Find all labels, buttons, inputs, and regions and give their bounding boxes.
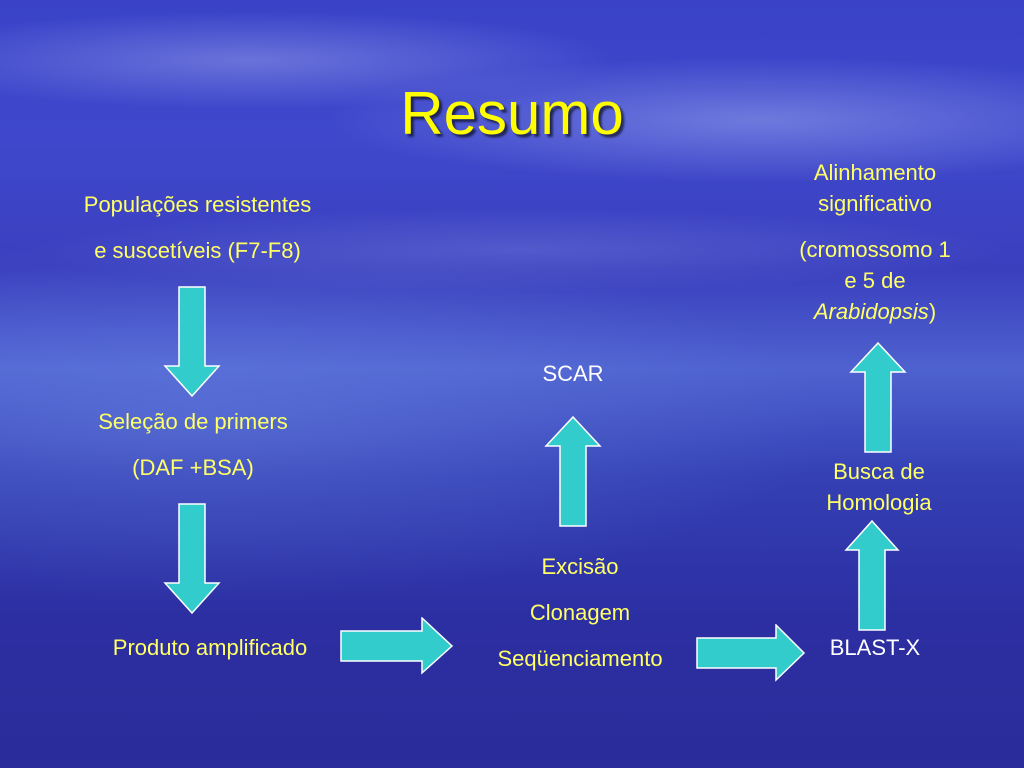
- node-selecao-line-1: Seleção de primers: [98, 409, 288, 434]
- slide-title: Resumo: [400, 80, 624, 147]
- closing-paren: ): [928, 299, 937, 324]
- node-selecao-line-2: (DAF +BSA): [132, 455, 254, 480]
- arrow-up-2-icon: [844, 520, 900, 631]
- node-alinhamento: Alinhamento significativo (cromossomo 1 …: [775, 157, 975, 327]
- node-produto-line-1: Produto amplificado: [112, 635, 308, 660]
- node-alinhamento-line-1: Alinhamento: [813, 160, 937, 185]
- arrow-down-2-icon: [163, 503, 221, 615]
- node-busca: Busca de Homologia: [800, 456, 958, 518]
- node-produto: Produto amplificado: [80, 625, 340, 671]
- arrow-up-3-icon: [849, 342, 907, 453]
- arrow-down-1-icon: [163, 286, 221, 398]
- node-excisao-line-2: Clonagem: [529, 600, 631, 625]
- node-blast: BLAST-X: [810, 625, 940, 671]
- node-populacoes: Populações resistentes e suscetíveis (F7…: [40, 182, 355, 274]
- node-excisao: Excisão Clonagem Seqüenciamento: [470, 544, 690, 682]
- node-scar-line-1: SCAR: [542, 361, 604, 386]
- node-alinhamento-line-4: e 5 de: [844, 268, 906, 293]
- node-alinhamento-gap: [775, 219, 975, 234]
- node-excisao-line-1: Excisão: [541, 554, 619, 579]
- node-busca-line-2: Homologia: [826, 490, 932, 515]
- arrow-right-2-icon: [696, 624, 806, 682]
- node-populacoes-line-2: e suscetíveis (F7-F8): [94, 238, 301, 263]
- node-alinhamento-line-2: significativo: [818, 191, 932, 216]
- node-blast-line-1: BLAST-X: [829, 635, 921, 660]
- arrow-right-1-icon: [340, 617, 454, 675]
- node-populacoes-line-1: Populações resistentes: [83, 192, 312, 217]
- node-alinhamento-line-3: (cromossomo 1: [799, 237, 951, 262]
- node-selecao: Seleção de primers (DAF +BSA): [58, 399, 328, 491]
- node-excisao-line-3: Seqüenciamento: [497, 646, 663, 671]
- node-scar: SCAR: [513, 351, 633, 397]
- species-name: Arabidopsis: [813, 299, 929, 324]
- node-busca-line-1: Busca de: [833, 459, 925, 484]
- arrow-up-1-icon: [544, 416, 602, 527]
- node-alinhamento-line-5: Arabidopsis): [775, 296, 975, 327]
